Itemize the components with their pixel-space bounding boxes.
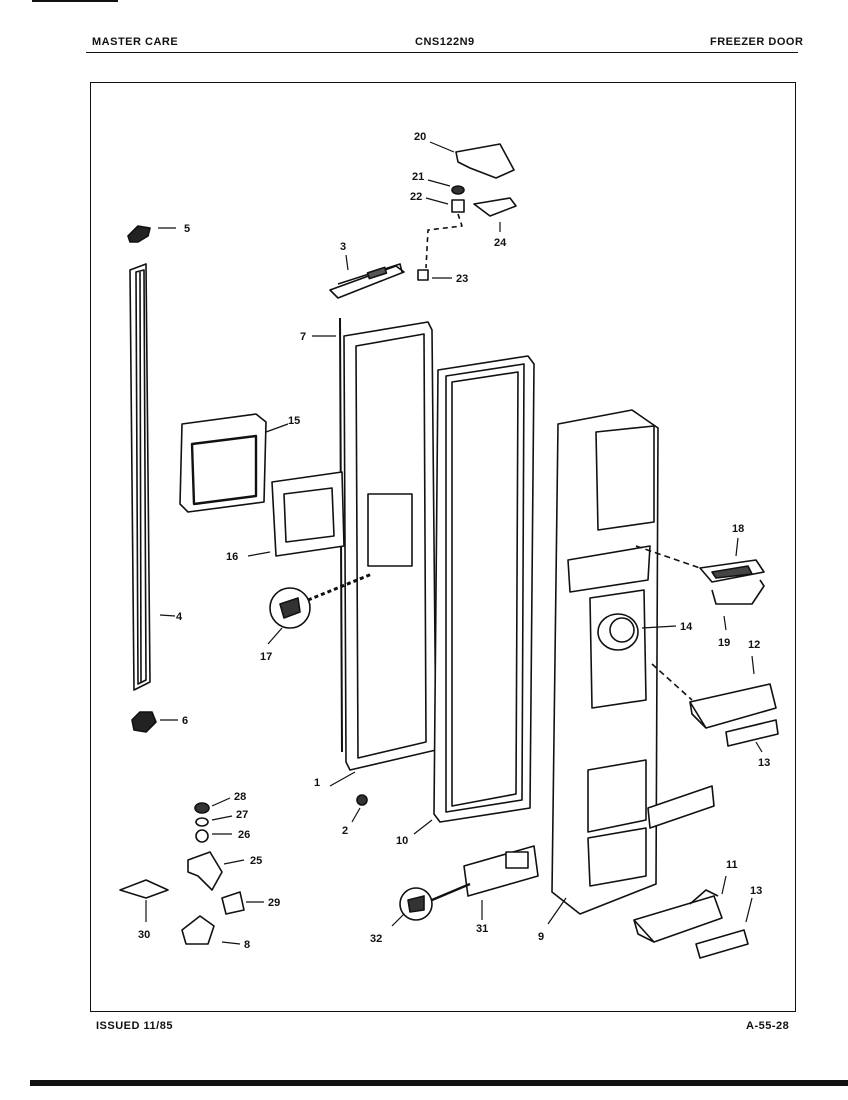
part-dispenser-housing [179, 413, 267, 513]
part-pin-cap [417, 269, 429, 281]
part-hinge-guide-line [425, 213, 463, 269]
part-handle-bracket [329, 263, 405, 299]
callout-2: 2 [342, 825, 348, 837]
callout-8: 8 [244, 939, 250, 951]
part-lower-hinge-clip [131, 711, 157, 733]
part-door-liner-frame [433, 355, 535, 823]
part-top-hinge [455, 143, 515, 179]
callout-12: 12 [748, 639, 760, 651]
callout-5: 5 [184, 223, 190, 235]
callout-20: 20 [414, 131, 426, 143]
part-bin-trim-strip-lower [695, 929, 749, 959]
callout-26: 26 [238, 829, 250, 841]
callout-9: 9 [538, 931, 544, 943]
part-small-bracket [711, 579, 765, 605]
part-hinge-shim [473, 197, 517, 217]
callout-leader-lines [145, 141, 763, 945]
callout-21: 21 [412, 171, 424, 183]
model-number: CNS122N9 [415, 36, 475, 48]
diagram-frame [90, 82, 796, 1012]
callout-16: 16 [226, 551, 238, 563]
callout-22: 22 [410, 191, 422, 203]
callout-6: 6 [182, 715, 188, 727]
part-hinge-cover [181, 915, 215, 945]
callout-4: 4 [176, 611, 183, 623]
callout-28: 28 [234, 791, 246, 803]
part-inner-door-panel [343, 321, 437, 771]
part-door-shelf-bin [651, 663, 777, 729]
footer-rule [30, 1080, 848, 1086]
callout-13-lower: 13 [750, 885, 762, 897]
callout-31: 31 [476, 923, 488, 935]
callout-11: 11 [726, 859, 738, 871]
part-switch-detail-circle [399, 882, 471, 921]
callout-17: 17 [260, 651, 272, 663]
callout-25: 25 [250, 855, 262, 867]
part-lower-door-bin [633, 889, 723, 943]
callout-14: 14 [680, 621, 693, 633]
part-side-hardware-strip [647, 785, 715, 829]
part-washer-27 [195, 817, 209, 827]
part-door-stop [356, 794, 368, 806]
part-upper-hinge-clip [127, 225, 151, 243]
page-code: A-55-28 [746, 1020, 790, 1032]
callout-27: 27 [236, 809, 248, 821]
part-hinge-spacer [221, 891, 245, 915]
part-small-tray [635, 545, 765, 583]
brand-label: MASTER CARE [92, 36, 179, 48]
part-gasket-strip [129, 263, 151, 691]
section-title: FREEZER DOOR [710, 36, 804, 48]
header-rule [86, 52, 798, 53]
part-trim-plate [271, 471, 345, 557]
callout-32: 32 [370, 933, 382, 945]
callout-18: 18 [732, 523, 744, 535]
part-detail-circle [269, 572, 373, 629]
part-switch-bracket [463, 845, 539, 897]
part-lower-hinge-plate [119, 879, 169, 899]
part-lower-hinge [187, 851, 223, 891]
callout-3: 3 [340, 241, 346, 253]
callout-30: 30 [138, 929, 150, 941]
callout-7: 7 [300, 331, 306, 343]
part-washer-28 [194, 802, 210, 814]
issued-date: ISSUED 11/85 [96, 1020, 173, 1032]
part-hinge-pin [451, 199, 465, 213]
callout-23: 23 [456, 273, 468, 285]
callout-1: 1 [314, 777, 320, 789]
part-bin-trim-strip-upper [725, 719, 779, 747]
part-bushing [451, 185, 465, 195]
callout-10: 10 [396, 835, 408, 847]
callout-15: 15 [288, 415, 300, 427]
callout-13-upper: 13 [758, 757, 770, 769]
callout-29: 29 [268, 897, 280, 909]
part-outer-door-shell [551, 409, 659, 915]
callout-24: 24 [494, 237, 507, 249]
header-stub-line [32, 0, 118, 2]
part-round-actuator [597, 613, 639, 651]
part-washer-26 [195, 829, 209, 843]
callout-19: 19 [718, 637, 730, 649]
